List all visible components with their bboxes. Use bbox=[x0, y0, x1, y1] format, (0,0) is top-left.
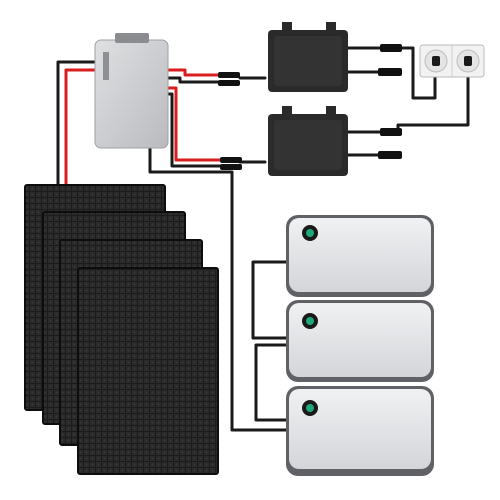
inverter1-cable-black bbox=[166, 76, 222, 84]
battery-cable bbox=[148, 146, 292, 432]
cables bbox=[56, 46, 470, 432]
battery-module-2 bbox=[286, 300, 434, 382]
microinverter-2 bbox=[268, 106, 348, 176]
microinverter-1 bbox=[268, 22, 348, 92]
inverter2-cable-red bbox=[166, 86, 224, 162]
solar-panels bbox=[24, 184, 219, 475]
battery-link-2 bbox=[254, 343, 292, 422]
panel-cable-black bbox=[56, 60, 97, 187]
socket-cable-2 bbox=[346, 73, 470, 134]
battery-module-3 bbox=[286, 386, 434, 476]
charge-controller bbox=[94, 33, 169, 149]
inverter2-cable-black bbox=[166, 92, 224, 168]
wall-sockets bbox=[419, 44, 485, 78]
battery-stack bbox=[286, 215, 434, 476]
solar-panel-4 bbox=[77, 267, 219, 475]
inverter1-cable-red bbox=[166, 68, 222, 77]
cable-connectors bbox=[218, 44, 402, 170]
battery-module-1 bbox=[286, 215, 434, 297]
battery-link-1 bbox=[251, 260, 292, 340]
panel-cable-red bbox=[64, 68, 97, 187]
